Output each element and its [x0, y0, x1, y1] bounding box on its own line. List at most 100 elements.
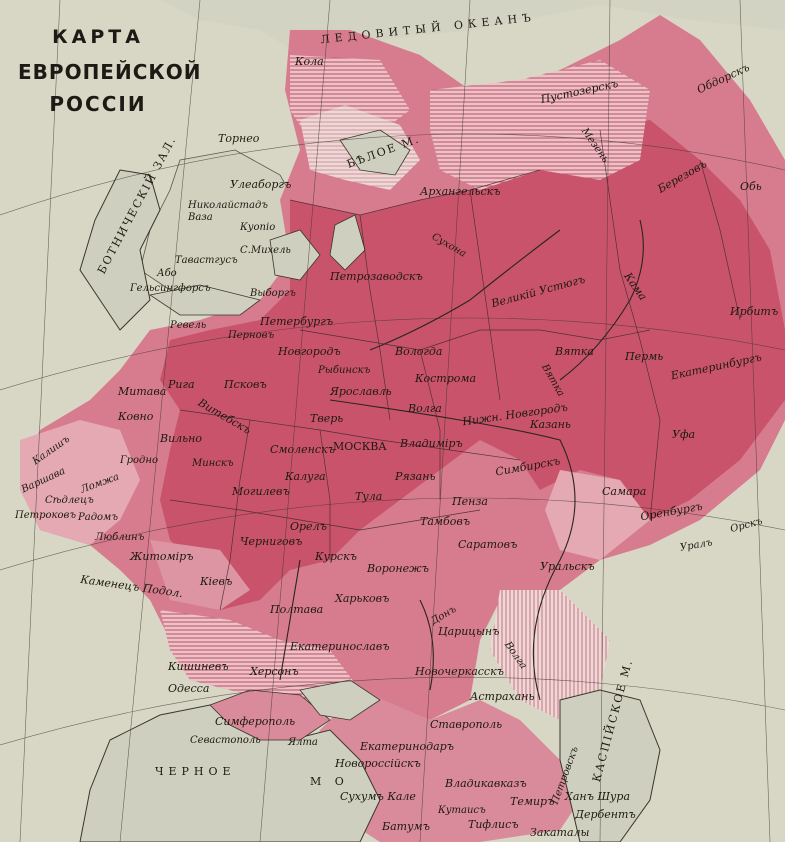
label-obi: Обь	[740, 180, 762, 193]
label-chernigov: Черниговъ	[240, 535, 303, 548]
label-kherson: Херсонъ	[250, 665, 299, 678]
label-kiev: Кіевъ	[200, 575, 233, 588]
province-borders	[169, 129, 741, 611]
label-grodno: Гродно	[120, 455, 158, 466]
label-kovno: Ковно	[118, 410, 154, 423]
label-tver: Тверь	[310, 412, 344, 425]
label-kharkov: Харьковъ	[335, 592, 390, 605]
label-abo: Або	[157, 268, 177, 279]
label-tambov: Тамбовъ	[420, 515, 471, 528]
label-black-sea-2: М О	[310, 775, 349, 788]
label-kutais: Кутаисъ	[438, 805, 486, 816]
label-siedlce: Сѣдлецъ	[45, 495, 94, 506]
label-sukhum: Сухумъ Кале	[340, 790, 416, 803]
label-tsaritsyn: Царицынъ	[438, 625, 500, 638]
baltic-sea	[79, 169, 161, 331]
label-vilna: Вильно	[160, 432, 203, 445]
label-petrozavodsk: Петрозаводскъ	[330, 270, 423, 283]
label-poltava: Полтава	[270, 603, 324, 616]
label-temir: Темиръ	[510, 795, 555, 808]
label-odessa: Одесса	[168, 682, 210, 695]
label-zakataly: Закаталы	[530, 826, 590, 839]
label-pernov: Перновъ	[228, 330, 275, 341]
label-kola: Кола	[295, 55, 324, 68]
white-sea	[339, 129, 411, 176]
label-vologda: Вологда	[395, 345, 443, 358]
label-yaroslavl: Ярославль	[330, 385, 392, 398]
label-kaluga: Калуга	[285, 470, 326, 483]
label-uleaborg: Улеаборгъ	[230, 178, 292, 191]
lake-onega	[329, 214, 366, 271]
label-smolensk: Смоленскъ	[270, 443, 335, 456]
label-lublin: Люблинъ	[95, 532, 145, 543]
label-novgorod: Новгородъ	[278, 345, 341, 358]
label-perm: Пермь	[625, 350, 664, 363]
label-zhitomir: Житоміръ	[130, 550, 194, 563]
label-vaza: Ваза	[188, 212, 213, 223]
label-arkhangelsk: Архангельскъ	[420, 185, 501, 198]
arkhangelsk-region-light	[430, 60, 650, 190]
label-uralsk: Уральскъ	[540, 560, 595, 573]
label-yalta: Ялта	[288, 737, 318, 748]
label-novorossiysk: Новороссійскъ	[335, 757, 421, 770]
gulf-of-finland	[148, 284, 261, 316]
label-peterburg: Петербургъ	[260, 315, 334, 328]
map-title-line3: РОССІИ	[49, 92, 147, 116]
label-kishinev: Кишиневъ	[168, 660, 229, 673]
label-kazan: Казань	[530, 418, 571, 431]
label-volga: Волга	[408, 402, 442, 415]
label-batum: Батумъ	[382, 820, 430, 833]
label-astrakhan: Астрахань	[470, 690, 535, 703]
label-minsk: Минскъ	[192, 458, 234, 469]
label-tiflis: Тифлисъ	[468, 818, 519, 831]
label-gelsingfors: Гельсингфорсъ	[130, 283, 211, 294]
label-simferopol: Симферополь	[215, 715, 296, 728]
label-ufa: Уфа	[672, 428, 696, 441]
ukraine-region-light	[150, 540, 250, 610]
label-sevastopol: Севастополь	[190, 735, 261, 746]
map-title-line2: ЕВРОПЕЙСКОЙ	[18, 60, 202, 84]
label-mitava: Митава	[118, 385, 167, 398]
poland-region-light	[20, 420, 140, 545]
label-voronezh: Воронежъ	[367, 562, 429, 575]
label-pskov: Псковъ	[224, 378, 267, 391]
label-kursk: Курскъ	[315, 550, 357, 563]
black-sea	[79, 704, 381, 842]
label-vladikavkaz: Владикавказъ	[445, 777, 527, 790]
crimea	[209, 689, 331, 741]
southern-region-hatched	[160, 610, 360, 700]
label-ryazan: Рязань	[395, 470, 436, 483]
label-samara: Самара	[602, 485, 647, 498]
label-ekaterinodar: Екатеринодаръ	[360, 740, 454, 753]
label-riga: Рига	[168, 378, 195, 391]
label-orel: Орелъ	[290, 520, 327, 533]
label-petrokov: Петроковъ	[15, 510, 77, 521]
label-saratov: Саратовъ	[458, 538, 518, 551]
label-black-sea-1: ЧЕРНОЕ	[155, 765, 236, 778]
lower-volga-region-hatched	[490, 590, 610, 720]
map-title-line1: КАРТА	[52, 26, 144, 48]
label-vladimir: Владиміръ	[400, 437, 463, 450]
label-irbit: Ирбитъ	[730, 305, 779, 318]
label-tula: Тула	[355, 490, 383, 503]
label-novocherkassk: Новочеркасскъ	[415, 665, 504, 678]
label-rybinsk: Рыбинскъ	[318, 365, 371, 376]
label-nikolaistad: Николайстадъ	[188, 200, 268, 211]
samara-region-light	[545, 470, 650, 560]
label-ekaterinoslav: Екатеринославъ	[290, 640, 390, 653]
label-kostroma: Кострома	[415, 372, 477, 385]
caspian-sea	[559, 689, 661, 842]
label-moskva: МОСКВА	[333, 440, 387, 453]
label-tavastgus: Тавастгусъ	[175, 255, 238, 266]
label-derbent: Дербентъ	[575, 808, 636, 821]
rivers	[279, 219, 644, 701]
label-tornio: Торнео	[218, 132, 260, 145]
empire-region-dark-core	[160, 120, 785, 610]
label-radom: Радомъ	[78, 512, 119, 523]
label-penza: Пенза	[452, 495, 488, 508]
label-vyatka: Вятка	[555, 345, 594, 358]
label-khan-shura: Ханъ Шура	[565, 790, 630, 803]
